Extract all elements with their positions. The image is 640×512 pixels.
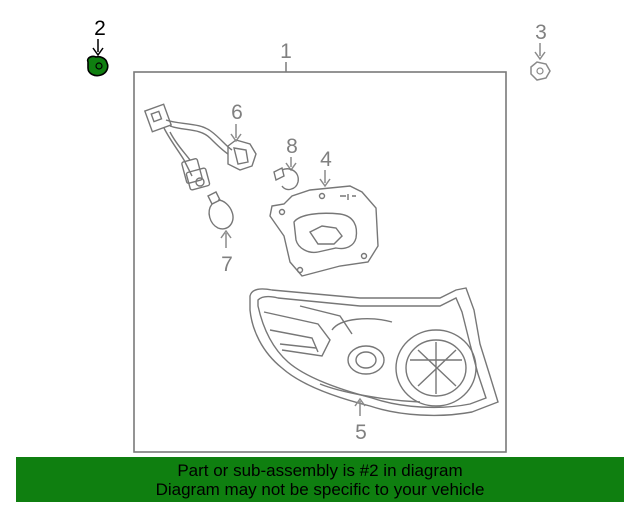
callout-4-label: 4 bbox=[320, 148, 332, 171]
part-info-banner: Part or sub-assembly is #2 in diagram Di… bbox=[16, 457, 624, 502]
callout-1[interactable]: 1 bbox=[280, 40, 292, 72]
banner-line-part: Part or sub-assembly is #2 in diagram bbox=[177, 461, 463, 480]
callout-8-label: 8 bbox=[286, 135, 298, 158]
callout-2-label: 2 bbox=[94, 17, 106, 40]
callout-7-label: 7 bbox=[221, 253, 233, 276]
nut-part-3[interactable] bbox=[530, 61, 551, 81]
callout-3[interactable]: 3 bbox=[534, 21, 547, 61]
callout-5[interactable]: 5 bbox=[354, 397, 367, 444]
callout-2[interactable]: 2 bbox=[92, 17, 106, 57]
callout-5-label: 5 bbox=[355, 421, 367, 444]
callout-8[interactable]: 8 bbox=[285, 135, 298, 172]
socket-harness-part-6[interactable] bbox=[143, 103, 257, 191]
callout-4[interactable]: 4 bbox=[319, 148, 332, 188]
banner-line-disclaimer: Diagram may not be specific to your vehi… bbox=[155, 480, 485, 499]
callout-3-label: 3 bbox=[535, 21, 547, 44]
callout-6[interactable]: 6 bbox=[230, 101, 243, 143]
parts-diagram: 1 2 3 6 8 bbox=[86, 17, 551, 453]
tail-lamp-part-5[interactable] bbox=[249, 287, 499, 417]
callout-7[interactable]: 7 bbox=[220, 229, 233, 276]
callout-1-label: 1 bbox=[280, 40, 292, 63]
bulb-part-8[interactable] bbox=[273, 166, 299, 191]
bulb-holder-part-4[interactable] bbox=[269, 185, 379, 277]
clip-nut-part-2[interactable] bbox=[86, 55, 109, 77]
bulb-part-7[interactable] bbox=[207, 191, 234, 230]
callout-6-label: 6 bbox=[231, 101, 243, 124]
assembly-frame bbox=[133, 71, 507, 453]
